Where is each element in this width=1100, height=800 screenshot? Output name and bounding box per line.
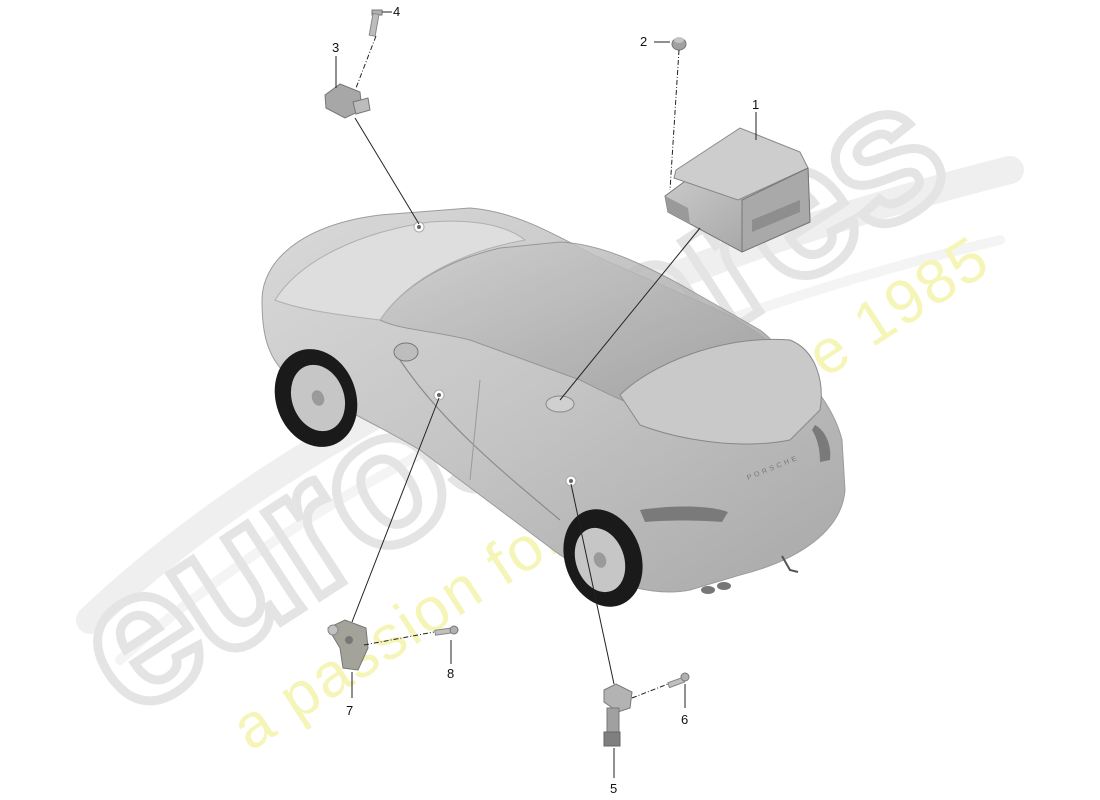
side-sensor-front-part[interactable] bbox=[327, 619, 369, 671]
callout-5[interactable]: 5 bbox=[610, 781, 618, 796]
callout-7[interactable]: 7 bbox=[346, 703, 354, 718]
callout-1[interactable]: 1 bbox=[752, 97, 760, 112]
callout-3[interactable]: 3 bbox=[332, 40, 340, 55]
side-sensor-rear-part[interactable] bbox=[603, 683, 633, 747]
bolt-part-4[interactable] bbox=[368, 9, 383, 37]
callout-6[interactable]: 6 bbox=[681, 712, 689, 727]
nut-part[interactable] bbox=[671, 37, 687, 51]
callout-8[interactable]: 8 bbox=[447, 666, 455, 681]
leader-lines bbox=[335, 11, 757, 778]
vehicle-illustration bbox=[261, 207, 846, 607]
bolt-part-6[interactable] bbox=[667, 672, 690, 689]
callout-2[interactable]: 2 bbox=[640, 34, 648, 49]
callout-4[interactable]: 4 bbox=[393, 4, 401, 19]
control-unit-part[interactable] bbox=[664, 127, 811, 253]
bolt-part-8[interactable] bbox=[434, 625, 459, 636]
front-sensor-part[interactable] bbox=[324, 83, 371, 119]
